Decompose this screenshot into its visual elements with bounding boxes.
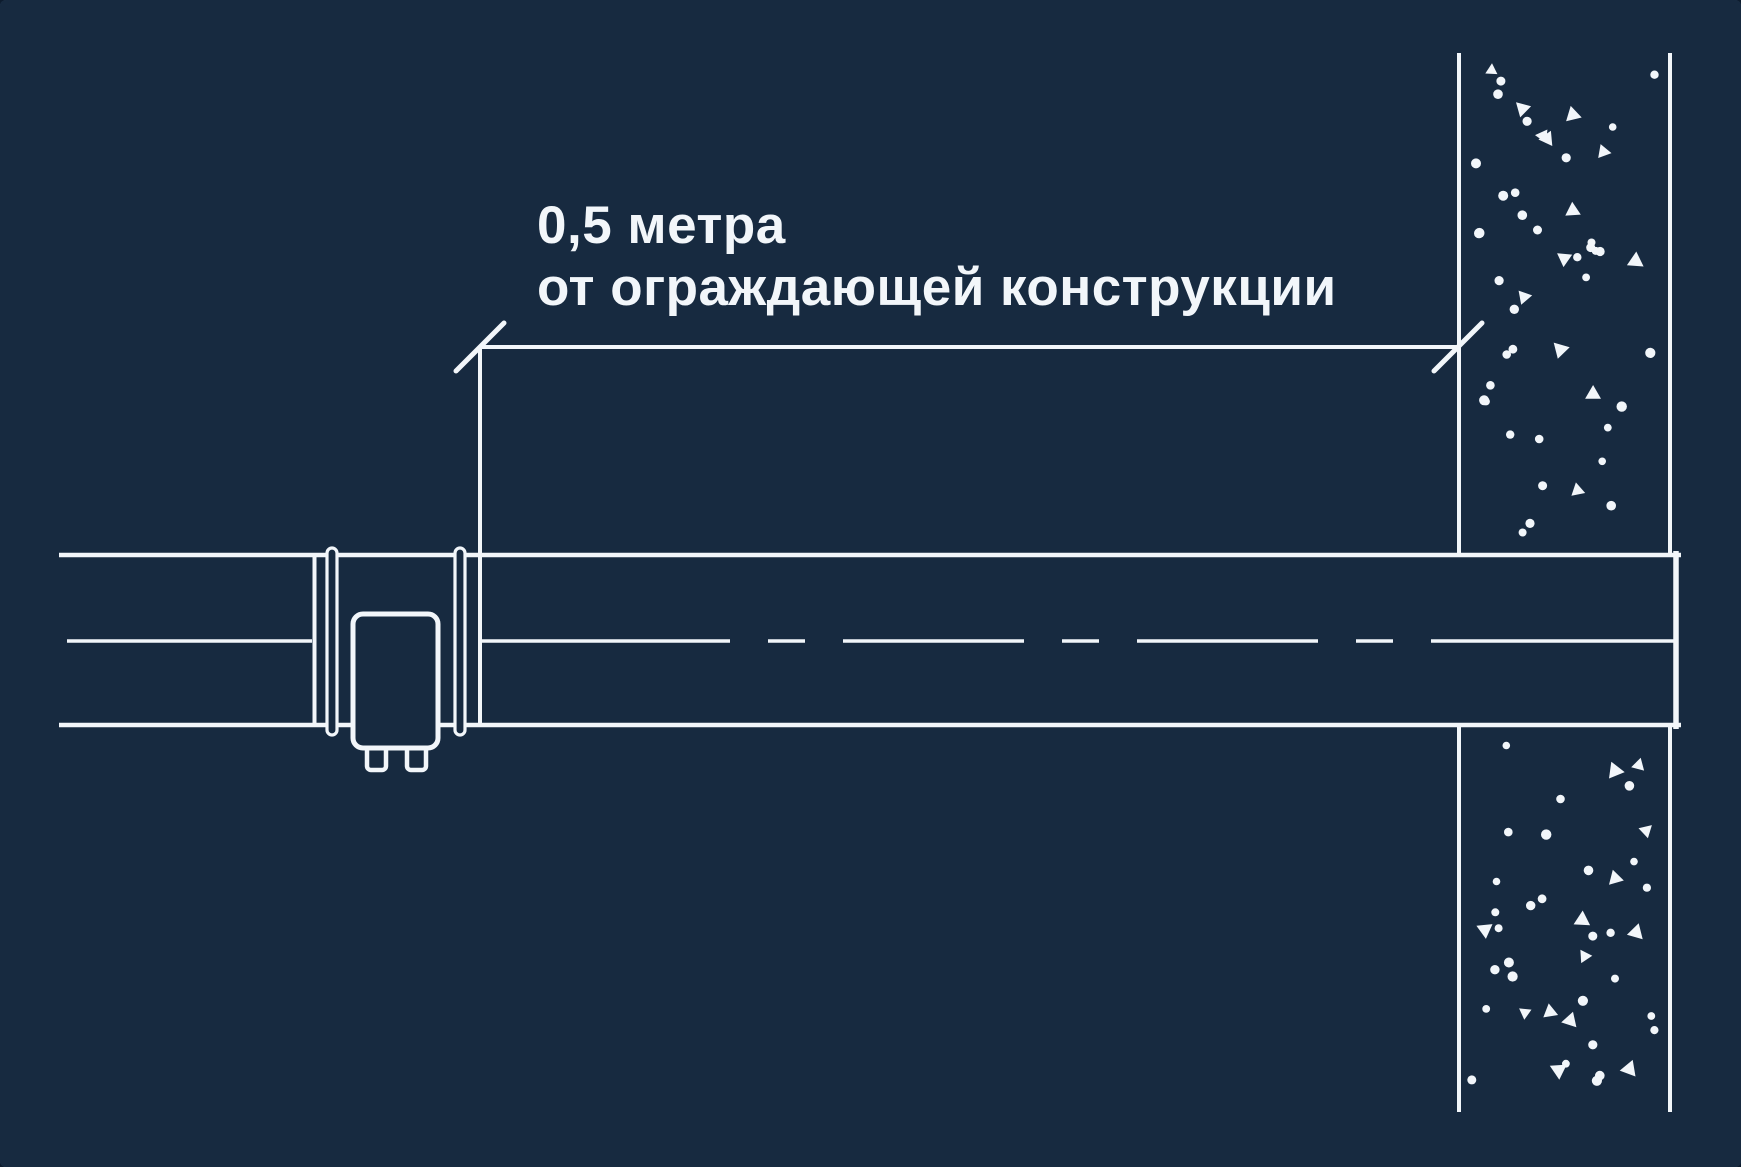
concrete-dot <box>1598 457 1606 466</box>
concrete-triangle <box>1566 105 1582 122</box>
concrete-dot <box>1486 381 1495 390</box>
concrete-triangle <box>1585 385 1601 399</box>
concrete-triangle <box>1619 1059 1636 1077</box>
concrete-triangle <box>1609 869 1624 885</box>
concrete-dot <box>1642 883 1651 892</box>
concrete-dot <box>1647 1012 1656 1020</box>
concrete-dot <box>1533 225 1542 235</box>
concrete-dot <box>1506 430 1515 439</box>
concrete-dot <box>1616 401 1627 412</box>
concrete-triangle <box>1561 1011 1577 1028</box>
concrete-dot <box>1541 829 1552 840</box>
dimension-label-value: 0,5 метра <box>537 196 786 255</box>
concrete-dot <box>1508 344 1518 354</box>
dimension: 0,5 метра от ограждающей конструкции <box>453 196 1485 727</box>
concrete-triangle <box>1638 825 1652 839</box>
concrete-dot <box>1591 1075 1602 1086</box>
concrete-dot <box>1587 238 1596 247</box>
concrete-dot <box>1588 931 1598 941</box>
concrete-triangle <box>1580 949 1593 964</box>
concrete-triangle <box>1565 201 1581 216</box>
concrete-dot <box>1573 253 1582 262</box>
concrete-dot <box>1507 971 1518 982</box>
dimension-tick-right <box>1431 320 1485 374</box>
concrete-dot <box>1608 123 1617 131</box>
dimension-label-reference: от ограждающей конструкции <box>537 258 1337 317</box>
concrete-dot <box>1496 76 1506 86</box>
concrete-dot <box>1624 781 1635 791</box>
concrete-dot <box>1538 481 1548 491</box>
concrete-dot <box>1504 827 1513 837</box>
concrete-dot <box>1611 974 1619 983</box>
concrete-triangle <box>1626 923 1643 940</box>
concrete-triangle <box>1553 342 1570 359</box>
concrete-dot <box>1474 228 1484 239</box>
wall-texture <box>1467 63 1659 1086</box>
concrete-dot <box>1467 1075 1477 1085</box>
concrete-dot <box>1588 1040 1598 1050</box>
concrete-dot <box>1583 865 1594 876</box>
concrete-triangle <box>1516 102 1532 118</box>
concrete-triangle <box>1543 1003 1559 1018</box>
concrete-dot <box>1534 434 1544 444</box>
concrete-dot <box>1650 70 1659 79</box>
concrete-dot <box>1556 794 1565 804</box>
fire-damper <box>312 546 467 773</box>
concrete-triangle <box>1476 924 1493 939</box>
concrete-dot <box>1517 210 1528 220</box>
dimension-tick-left <box>453 320 507 374</box>
concrete-dot <box>1582 273 1590 282</box>
concrete-dot <box>1645 347 1656 358</box>
concrete-dot <box>1492 877 1501 886</box>
concrete-dot <box>1498 190 1509 201</box>
concrete-triangle <box>1626 251 1644 267</box>
concrete-triangle <box>1549 1064 1567 1080</box>
concrete-triangle <box>1535 129 1548 143</box>
concrete-dot <box>1630 857 1638 866</box>
concrete-dot <box>1603 423 1612 432</box>
concrete-dot <box>1606 500 1616 511</box>
concrete-dot <box>1526 900 1536 911</box>
concrete-dot <box>1491 908 1500 917</box>
concrete-dot <box>1502 350 1511 359</box>
damper-flange-right <box>453 546 467 737</box>
concrete-dot <box>1561 153 1571 163</box>
concrete-dot <box>1482 397 1490 406</box>
concrete-dot <box>1482 1005 1491 1013</box>
concrete-triangle <box>1485 63 1498 75</box>
concrete-triangle <box>1573 910 1591 926</box>
concrete-dot <box>1503 957 1514 968</box>
concrete-dot <box>1493 89 1503 99</box>
concrete-dot <box>1522 116 1532 126</box>
concrete-dot <box>1490 965 1500 975</box>
concrete-dot <box>1510 188 1520 197</box>
concrete-triangle <box>1631 757 1645 771</box>
concrete-dot <box>1595 246 1605 257</box>
concrete-triangle <box>1519 1008 1532 1020</box>
concrete-dot <box>1509 304 1520 314</box>
concrete-triangle <box>1557 253 1573 268</box>
concrete-dot <box>1494 924 1503 933</box>
concrete-dot <box>1525 518 1535 529</box>
wall <box>1457 53 1672 1112</box>
concrete-triangle <box>1518 290 1533 305</box>
concrete-dot <box>1502 741 1511 750</box>
damper-flange-left <box>325 546 339 737</box>
concrete-dot <box>1577 995 1588 1006</box>
damper-actuator-body <box>350 611 441 751</box>
concrete-dot <box>1518 528 1527 537</box>
concrete-triangle <box>1598 144 1612 158</box>
concrete-dot <box>1471 158 1481 169</box>
concrete-dot <box>1606 928 1615 937</box>
concrete-triangle <box>1609 761 1625 779</box>
concrete-triangle <box>1571 482 1586 496</box>
concrete-dot <box>1494 276 1504 286</box>
concrete-dot <box>1650 1026 1659 1035</box>
concrete-dot <box>1537 894 1547 904</box>
